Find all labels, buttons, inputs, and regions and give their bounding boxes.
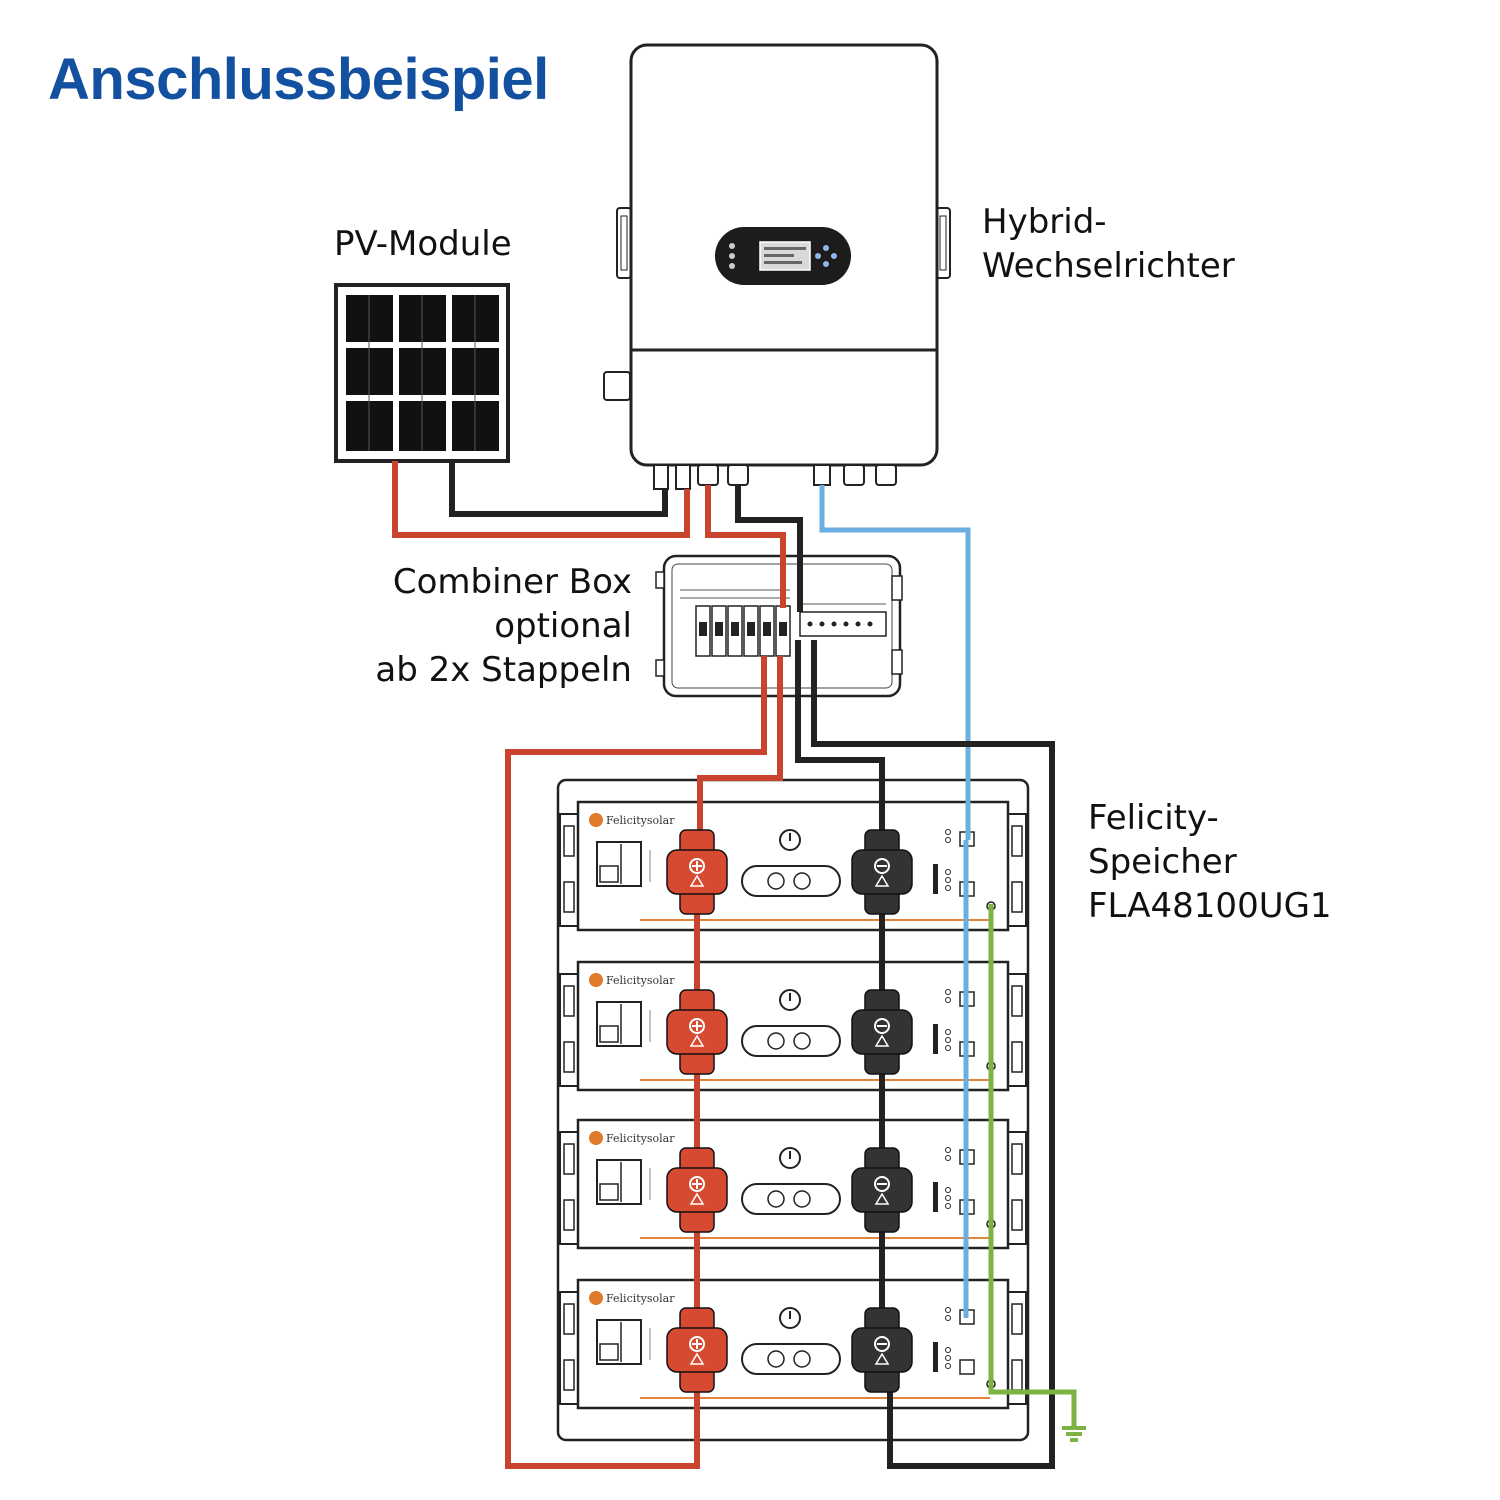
inverter-display — [715, 227, 851, 285]
inverter-terminals — [653, 464, 897, 490]
storage-label: Felicity- Speicher FLA48100UG1 — [1088, 796, 1332, 928]
ground-symbol — [1062, 1426, 1086, 1442]
combiner-label-line3: ab 2x Stappeln — [375, 650, 632, 690]
positive-connector-icon — [666, 1307, 728, 1393]
storage-label-line3: FLA48100UG1 — [1088, 886, 1332, 926]
felicity-logo-icon — [589, 1291, 603, 1305]
combiner-label-line1: Combiner Box — [392, 562, 632, 602]
page-title: Anschlussbeispiel — [48, 47, 549, 112]
ground-cable — [988, 904, 1077, 1428]
battery-module: Felicitysolar — [559, 960, 1027, 1092]
cables — [392, 461, 1086, 1469]
combiner-positive-cable-2 — [697, 656, 783, 840]
combiner-label-line2: optional — [494, 606, 632, 646]
connectors — [666, 829, 913, 1393]
pv-module — [334, 283, 510, 463]
combiner-positive-cable-1 — [505, 656, 767, 1469]
positive-connector-icon — [666, 1147, 728, 1233]
battery-module: Felicitysolar — [559, 800, 1027, 932]
combiner-negative-cable-1 — [795, 640, 885, 840]
hybrid-inverter — [603, 43, 951, 490]
pv-module-label: PV-Module — [334, 222, 512, 266]
pv-module-label-text: PV-Module — [334, 224, 512, 264]
battery-brand-text: Felicitysolar — [606, 974, 675, 987]
storage-label-line1: Felicity- — [1088, 798, 1219, 838]
breaker-switch-icon — [596, 841, 642, 887]
battery-brand-text: Felicitysolar — [606, 1132, 675, 1145]
negative-connector-icon — [851, 989, 913, 1075]
pv-negative-cable — [449, 461, 668, 517]
positive-connector-icon — [666, 989, 728, 1075]
negative-connector-icon — [851, 829, 913, 915]
inverter-label-line2: Wechselrichter — [982, 246, 1235, 286]
combiner-negative-cable-2 — [811, 640, 1055, 1469]
storage-label-line2: Speicher — [1088, 842, 1237, 882]
felicity-logo-icon — [589, 1131, 603, 1145]
combiner-box-label: Combiner Box optional ab 2x Stappeln — [375, 560, 632, 692]
felicity-logo-icon — [589, 813, 603, 827]
communication-cable — [819, 485, 971, 840]
negative-connector-icon — [851, 1147, 913, 1233]
battery-module: Felicitysolar — [559, 1278, 1027, 1410]
battery-rack — [556, 778, 1030, 1442]
positive-connector-icon — [666, 829, 728, 915]
pv-positive-cable — [392, 461, 690, 538]
inverter-battery-positive-cable — [705, 485, 786, 608]
battery-brand-text: Felicitysolar — [606, 814, 675, 827]
rj45-port-icon — [959, 1359, 975, 1375]
inverter-label-line1: Hybrid- — [982, 202, 1107, 242]
battery-module: Felicitysolar — [559, 1118, 1027, 1250]
battery-brand-text: Felicitysolar — [606, 1292, 675, 1305]
inverter-label: Hybrid- Wechselrichter — [982, 200, 1235, 288]
combiner-box — [655, 554, 903, 698]
negative-connector-icon — [851, 1307, 913, 1393]
inverter-battery-negative-cable — [735, 485, 803, 612]
felicity-logo-icon — [589, 973, 603, 987]
battery-modules: FelicitysolarFelicitysolarFelicitysolarF… — [559, 800, 1027, 1410]
